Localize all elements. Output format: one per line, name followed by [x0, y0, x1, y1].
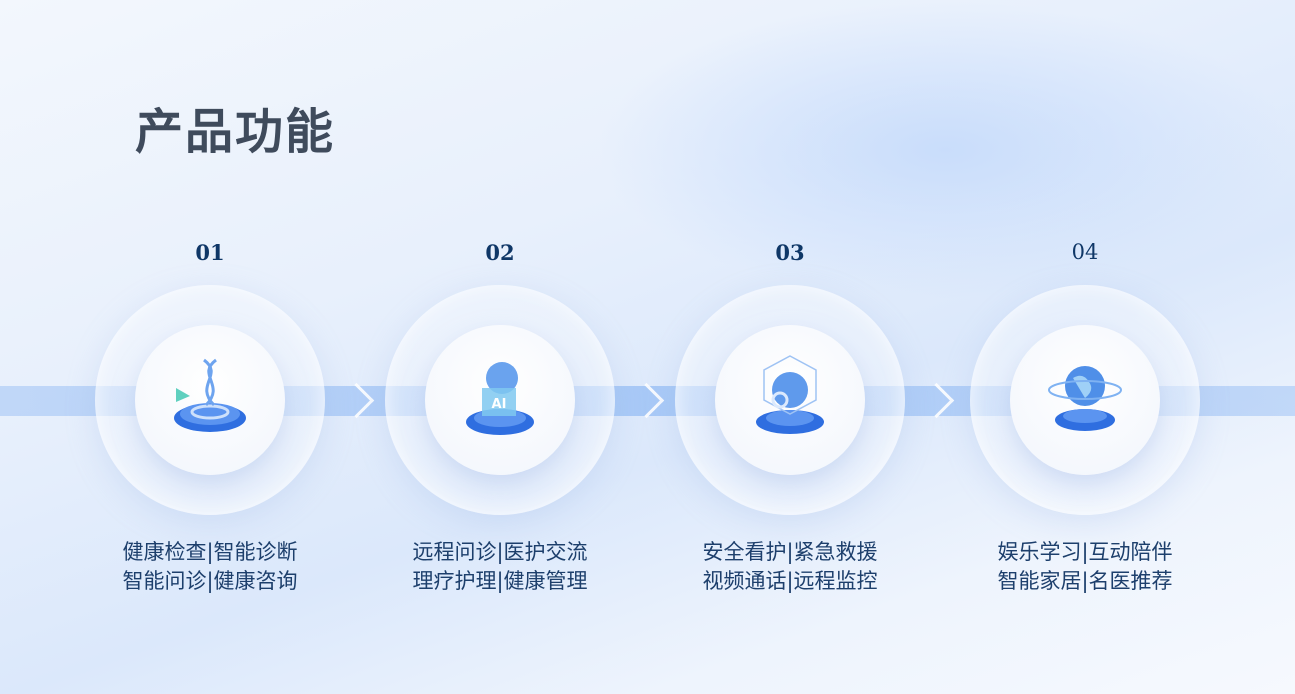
feature-list: 健康检查|智能诊断 智能问诊|健康咨询 [60, 538, 360, 596]
feature-line: 娱乐学习|互动陪伴 [997, 540, 1173, 564]
background-glow [595, 0, 1295, 300]
step-number: 03 [775, 240, 805, 265]
feature-step-1: 01 健康检查|智能诊断 智能问诊|健康咨询 [60, 0, 360, 694]
feature-line: 智能家居|名医推荐 [997, 569, 1173, 593]
feature-line: 安全看护|紧急救援 [702, 540, 878, 564]
earth-icon [1048, 366, 1122, 431]
step-number: 02 [485, 240, 515, 265]
dna-icon [174, 358, 246, 432]
feature-line: 视频通话|远程监控 [702, 569, 878, 593]
feature-list: 安全看护|紧急救援 视频通话|远程监控 [640, 538, 940, 596]
feature-step-3: 03 安全看护|紧急救援 视频通话|远程监控 [640, 0, 940, 694]
feature-list: 娱乐学习|互动陪伴 智能家居|名医推荐 [935, 538, 1235, 596]
ai-head-icon: AI [466, 362, 534, 435]
feature-step-4: 04 娱乐学习|互动陪伴 智能家居|名医推荐 [935, 0, 1235, 694]
feature-step-2: 02 AI 远程问诊|医护交流 理疗护理|健康管理 [350, 0, 650, 694]
feature-list: 远程问诊|医护交流 理疗护理|健康管理 [350, 538, 650, 596]
feature-line: 远程问诊|医护交流 [412, 540, 588, 564]
feature-line: 健康检查|智能诊断 [122, 540, 298, 564]
feature-line: 理疗护理|健康管理 [412, 569, 588, 593]
feature-line: 智能问诊|健康咨询 [122, 569, 298, 593]
globe-shield-icon [756, 355, 824, 434]
step-number: 04 [1071, 240, 1099, 264]
page-title: 产品功能 [135, 104, 336, 160]
step-number: 01 [195, 240, 225, 265]
svg-text:AI: AI [492, 397, 507, 412]
